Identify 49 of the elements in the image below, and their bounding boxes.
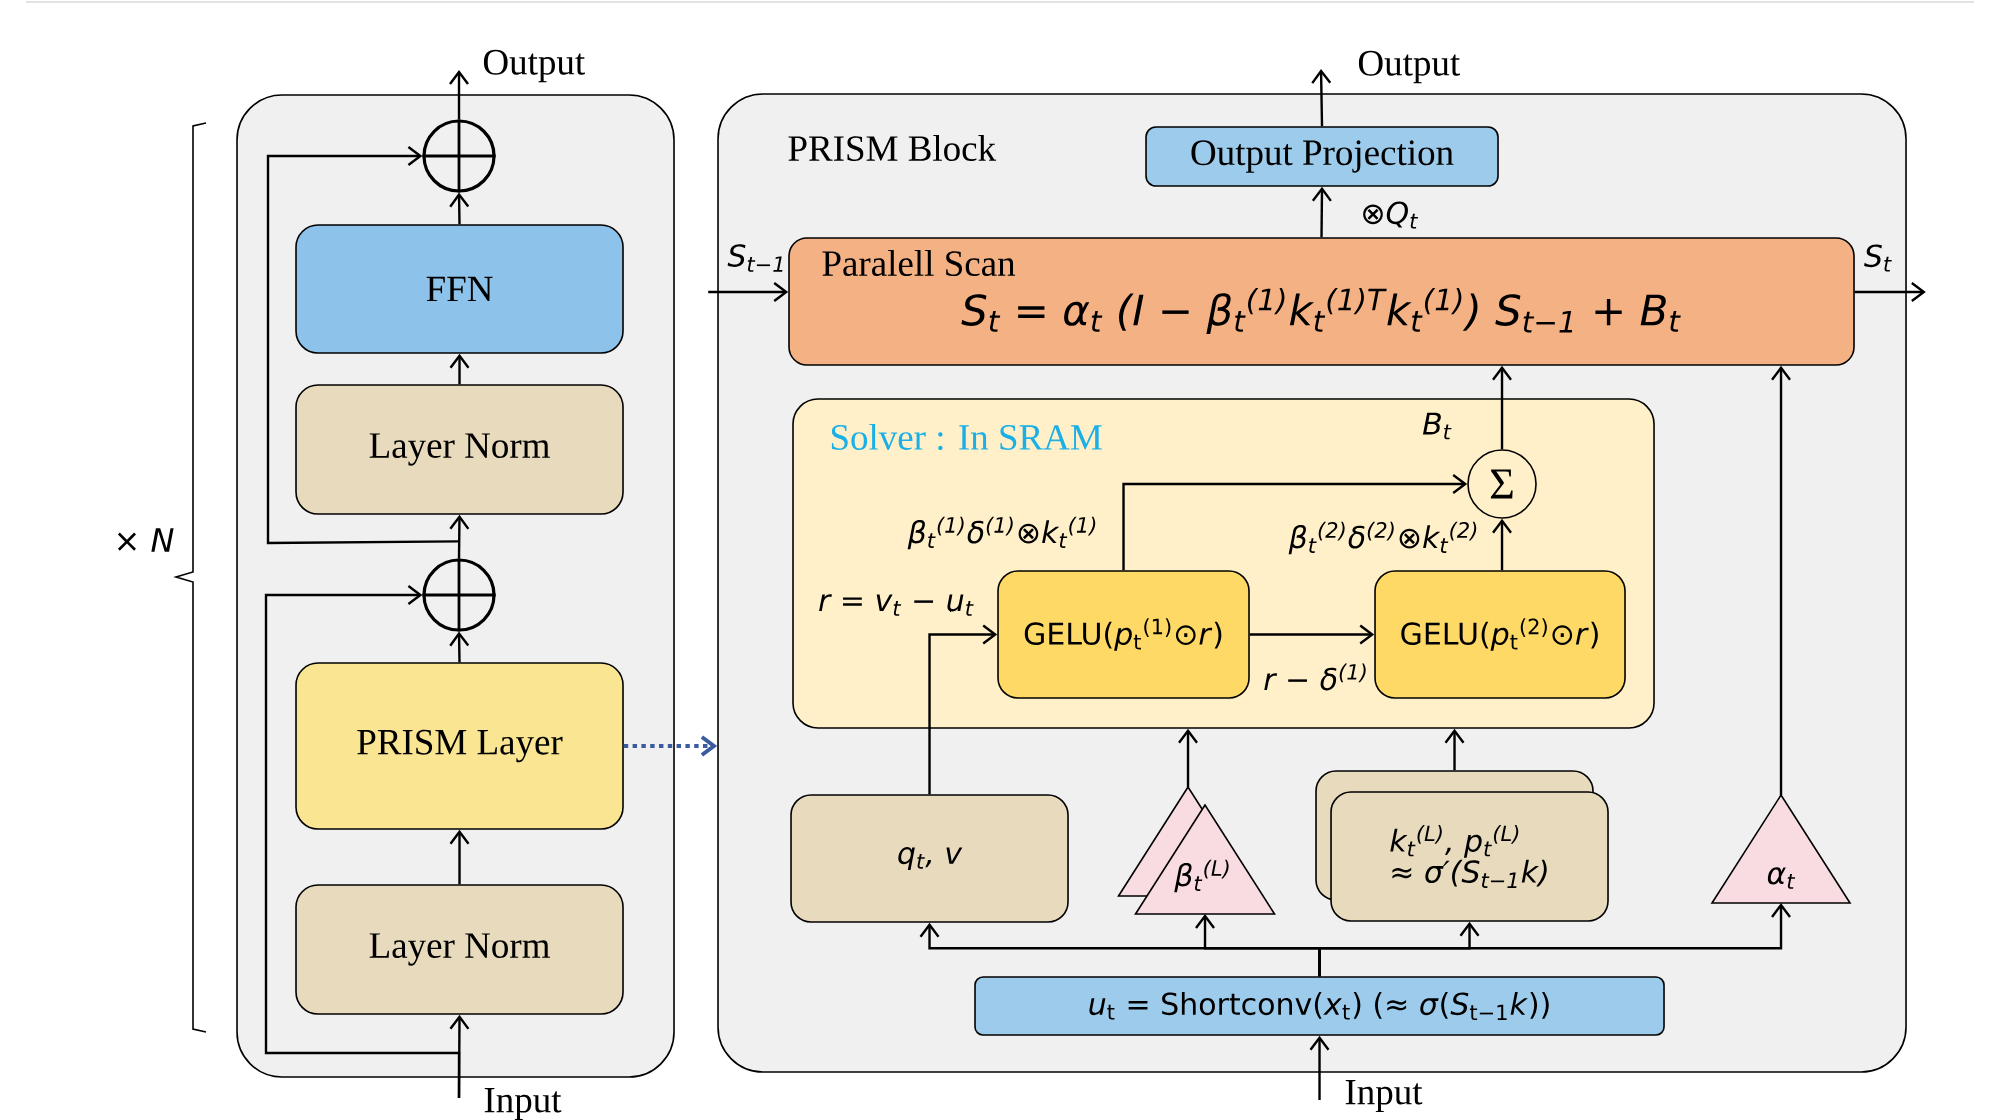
- arrow: [1318, 903, 1791, 977]
- arrow: [1492, 365, 1512, 450]
- process-box: PRISM Layer: [295, 662, 624, 830]
- edge-label: β$_{t}$$^{(2)}$δ$^{(2)}$⊗k$_{t}$(2): [1288, 521, 1477, 555]
- stacked-boxes: k$_{t}$$^{(L)}$, p$_{t}$(L) ≈ σ′(S$_{t−1}$k): [1315, 770, 1609, 922]
- circled-plus: [421, 118, 497, 194]
- process-box: GELU(p$_{t}$$^{(2)}$⊙r): [1374, 570, 1626, 699]
- arrow: [264, 585, 461, 1098]
- process-box: u$_{t}$ = Shortconv(x$_{t}$) (≈ σ(S$_{t−1}$k)): [974, 976, 1665, 1036]
- edge-label: B$_{t}$: [1422, 412, 1452, 440]
- arrow: [1178, 728, 1198, 787]
- io-label: Input: [484, 1087, 562, 1120]
- arrow: [1444, 728, 1465, 771]
- process-box: GELU(p$_{t}$$^{(1)}$⊙r): [997, 570, 1250, 699]
- arrow: [449, 514, 470, 559]
- process-box: q$_{t}$, v: [790, 794, 1069, 923]
- arrow: [708, 282, 789, 302]
- edge-label: S$_{t−1}$: [727, 244, 783, 272]
- arrow: [928, 624, 998, 795]
- arrow: [1122, 474, 1468, 571]
- process-box: Layer Norm: [295, 884, 624, 1015]
- io-label: Output: [483, 49, 585, 83]
- process-box: Layer Norm: [295, 384, 624, 515]
- edge-label: S$_{t}$: [1864, 244, 1892, 272]
- arrow: [1311, 186, 1332, 238]
- arrow: [266, 146, 460, 545]
- arrow: [449, 829, 470, 885]
- arrow: [449, 631, 470, 663]
- arrow: [1309, 1035, 1330, 1100]
- process-box: FFN: [295, 224, 624, 354]
- process-box: Paralell Scan S$_{t}$ = α$_{t}$ (I − β$_{t}$$^{(1)}$k$_{t}$$^{(1)T}$k$_{t}$$^{(1)}$) S$_{t−1}$ + B$_{t}$: [788, 237, 1855, 366]
- arrow: [449, 70, 469, 120]
- arrow: [1311, 69, 1332, 127]
- arrow: [1249, 624, 1375, 645]
- arrow: [1492, 518, 1512, 571]
- io-label: Output: [1358, 50, 1460, 84]
- edge-label: β$_{t}$$^{(1)}$δ$^{(1)}$⊗k$_{t}$(1): [907, 516, 1096, 550]
- process-box: Output Projection: [1145, 126, 1499, 187]
- edge-label: ⊗Q$_{t}$: [1363, 201, 1419, 229]
- repeat-label: × N: [117, 528, 174, 552]
- arrow: [1771, 365, 1791, 795]
- edge-label: r = v$_{t}$ − u$_{t}$: [819, 594, 974, 616]
- arrow: [449, 192, 470, 225]
- arrow: [623, 735, 718, 757]
- edge-label: r − δ$^{(1)}$: [1264, 663, 1366, 691]
- arrow: [449, 353, 470, 385]
- arrow: [1854, 282, 1926, 302]
- io-label: Input: [1345, 1079, 1423, 1113]
- circled-plus: [421, 557, 497, 633]
